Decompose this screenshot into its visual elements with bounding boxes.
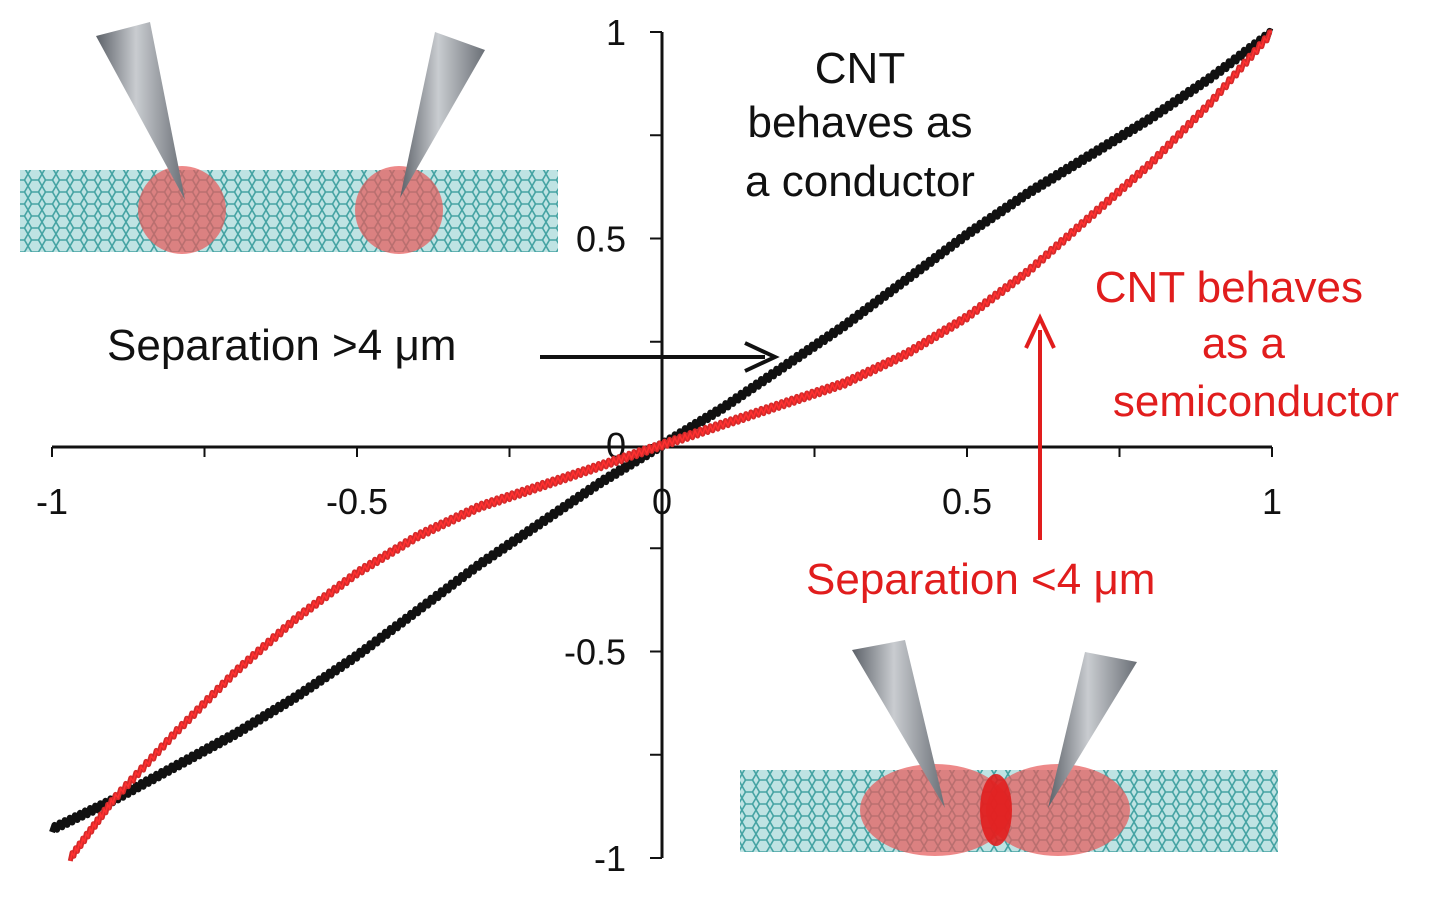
arrow-separation-gt: [540, 341, 780, 373]
series-line-semiconductor-core: [69, 31, 1273, 862]
contact-spot: [138, 166, 226, 254]
x-tick-label: -0.5: [326, 481, 388, 522]
annotation-conductor-line: behaves as: [747, 98, 972, 147]
probe-tip: [96, 22, 185, 200]
annotation-conductor-line: CNT: [815, 44, 905, 93]
contact-spot: [986, 764, 1130, 856]
x-tick-label: 1: [1262, 481, 1282, 522]
annotation-semiconductor-line: CNT behaves: [1095, 263, 1363, 312]
x-tick-label: 0.5: [942, 481, 992, 522]
y-tick-label: -1: [594, 838, 626, 879]
contact-spot: [355, 166, 443, 254]
curves: [49, 27, 1274, 862]
annotation-semiconductor-line: as a: [1202, 319, 1286, 368]
y-tick-label: 0.5: [576, 219, 626, 260]
y-tick-label: 1: [606, 12, 626, 53]
arrow-separation-lt: [1024, 313, 1056, 540]
annotation-semiconductor: CNT behaves as a semiconductor: [1095, 263, 1399, 426]
nanotube-illustration-close: [740, 640, 1278, 856]
nanotube-body: [20, 170, 558, 252]
probe-tip: [1048, 652, 1137, 808]
annotation-separation-gt: Separation >4 μm: [107, 321, 456, 370]
annotation-separation-lt: Separation <4 μm: [806, 555, 1155, 604]
annotation-semiconductor-line: semiconductor: [1113, 377, 1399, 426]
nanotube-illustration-separated: [20, 22, 558, 254]
annotation-conductor: CNT behaves as a conductor: [745, 44, 975, 206]
contact-overlap: [980, 774, 1012, 846]
x-tick-label: 0: [652, 481, 672, 522]
probe-tip: [400, 32, 485, 198]
contact-spot: [860, 764, 1010, 856]
y-tick-label: -0.5: [564, 632, 626, 673]
probe-tip: [852, 640, 945, 808]
annotation-conductor-line: a conductor: [745, 157, 975, 206]
x-tick-label: -1: [36, 481, 68, 522]
